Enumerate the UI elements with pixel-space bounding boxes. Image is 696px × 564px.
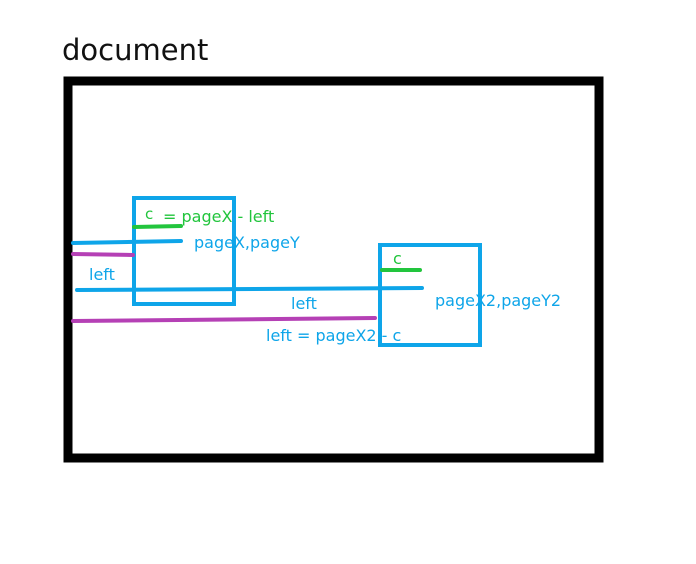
c-formula-label: = pageX - left	[163, 207, 274, 226]
c-segment-1	[132, 224, 183, 229]
c-label-2: c	[393, 249, 402, 268]
element-box-1	[132, 196, 236, 306]
pagexy2-label: pageX2,pageY2	[435, 291, 561, 310]
element-box-2	[378, 243, 482, 347]
left-formula-label: left = pageX2 - c	[266, 326, 401, 345]
left-line-1	[71, 252, 135, 257]
left-line-2	[71, 316, 377, 323]
pagexy-label: pageX,pageY	[194, 233, 300, 252]
diagram-title: document	[62, 33, 209, 67]
left-label-1: left	[89, 265, 115, 284]
left-label-2: left	[291, 294, 317, 313]
pagex-line-1	[71, 239, 183, 245]
document-frame	[63, 76, 604, 463]
pagex-line-2	[75, 286, 424, 292]
c-label-1: c	[145, 205, 153, 223]
